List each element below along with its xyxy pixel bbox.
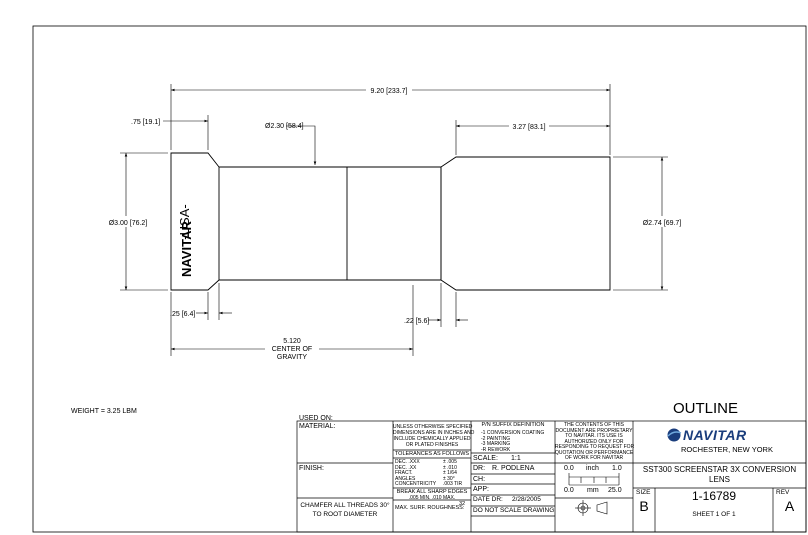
drawn-by-value: R. PODLENA: [492, 465, 535, 472]
checked-label: CH:: [473, 476, 486, 483]
dim-rear-diameter: Ø2.74 [69.7]: [643, 220, 682, 227]
weight-note: WEIGHT = 3.25 LBM: [71, 408, 137, 415]
size-label: SIZE: [636, 489, 651, 496]
tol-label: FRACT.: [395, 470, 413, 476]
dim-rear-length: 3.27 [83.1]: [512, 124, 545, 131]
finish-label: FINISH:: [299, 465, 324, 472]
mm-scale-unit: mm: [587, 487, 599, 494]
tol-value: ± .010: [443, 464, 457, 471]
scale-value: 1:1: [511, 455, 521, 462]
tol-value: ± .005: [443, 459, 457, 465]
size-value: B: [639, 498, 649, 514]
surface-roughness-label: MAX. SURF. ROUGHNESS:: [395, 505, 465, 511]
suffix-item: -3 MARKING: [481, 441, 511, 447]
proprietary-line: RESPONDING TO REQUEST FOR: [555, 444, 635, 450]
proprietary-line: QUOTATION OR PERFORMANCE: [555, 449, 634, 456]
unless-note-4: OR PLATED FINISHES: [405, 442, 459, 448]
part-title-line1: SST300 SCREENSTAR 3X CONVERSION: [642, 465, 797, 474]
tol-value: ± 30°: [443, 475, 455, 482]
dim-chamfer-rear: .22 [5.6]: [404, 318, 429, 325]
brand-engraving: NAVITAR: [179, 221, 194, 277]
date-label: DATE DR:: [473, 496, 503, 503]
unless-note-3: INCLUDE CHEMICALLY APPLIED: [393, 436, 471, 442]
outline-title: OUTLINE: [673, 400, 739, 417]
proprietary-line: THE CONTENTS OF THIS: [564, 422, 624, 428]
inch-scale-left: 0.0: [564, 465, 574, 472]
drawn-by-label: DR:: [473, 465, 486, 472]
dim-cog-value: 5.120: [283, 338, 301, 345]
sheet-number: SHEET 1 OF 1: [692, 511, 736, 518]
dimension-lines: [120, 84, 668, 356]
title-block-grid: [296, 420, 807, 533]
rev-label: REV: [776, 489, 790, 496]
suffix-item: -1 CONVERSION COATING: [481, 430, 545, 436]
tol-label: DEC. .XX: [395, 464, 417, 471]
do-not-scale-note: DO NOT SCALE DRAWING: [473, 507, 555, 514]
unless-note-2: DIMENSIONS ARE IN INCHES AND: [393, 430, 475, 436]
dim-chamfer-front: .25 [6.4]: [170, 311, 195, 318]
tol-value: .003 TIR: [443, 481, 463, 487]
proprietary-line: OF WORK FOR NAVITAR: [564, 455, 624, 461]
scale-label: SCALE:: [473, 455, 498, 462]
date-value: 2/28/2005: [512, 496, 541, 503]
tol-label: DEC. .XXX: [395, 459, 420, 465]
company-location: ROCHESTER, NEW YORK: [681, 445, 773, 454]
suffix-item: -2 PAINTING: [481, 435, 511, 442]
dim-cog-line1: CENTER OF: [272, 346, 312, 353]
suffix-title: P/N SUFFIX DEFINITION: [481, 422, 545, 428]
tolerances-title: TOLERANCES AS FOLLOWS: [394, 451, 470, 457]
surface-roughness-value: 32: [459, 501, 466, 507]
mm-scale-left: 0.0: [564, 487, 574, 494]
dim-front-diameter: Ø3.00 [76.2]: [109, 220, 148, 227]
dim-front-flange: .75 [19.1]: [131, 119, 160, 126]
mm-scale-right: 25.0: [608, 487, 622, 494]
material-label: MATERIAL:: [299, 423, 336, 430]
chamfer-note-2: TO ROOT DIAMETER: [312, 511, 378, 518]
drawing-number: 1-16789: [691, 489, 737, 503]
tol-value: ± 1/64: [443, 470, 457, 476]
chamfer-note-1: CHAMFER ALL THREADS 30°: [300, 502, 390, 509]
inch-mm-scale: [568, 473, 620, 486]
proprietary-line: AUTHORIZED ONLY FOR: [564, 438, 624, 445]
inch-scale-unit: inch: [586, 465, 599, 472]
used-on-label: USED ON:: [299, 415, 333, 422]
dim-small-diameter: Ø2.30 [58.4]: [265, 123, 304, 130]
approved-label: APP:: [473, 486, 489, 493]
company-name: NAVITAR: [683, 427, 747, 443]
break-edges-note: BREAK ALL SHARP EDGES: [396, 489, 468, 495]
part-title-line2: LENS: [709, 475, 730, 484]
unless-note-1: UNLESS OTHERWISE SPECIFIED: [393, 424, 473, 430]
dim-overall-length: 9.20 [233.7]: [371, 88, 408, 95]
proprietary-line: TO NAVITAR. ITS USE IS: [565, 433, 623, 439]
projection-symbol-icon: [575, 500, 608, 516]
suffix-item: -R REWORK: [481, 446, 511, 453]
tol-label: ANGLES: [395, 475, 416, 482]
rev-value: A: [784, 498, 795, 514]
tol-label: CONCENTRICITY: [395, 481, 437, 487]
proprietary-line: DOCUMENT ARE PROPRIETARY: [555, 427, 633, 434]
navitar-logo-icon: [667, 428, 682, 442]
inch-scale-right: 1.0: [612, 465, 622, 472]
usa-engraving: -USA-: [177, 204, 192, 239]
break-edges-values: .005 MIN. .010 MAX.: [408, 495, 456, 501]
dim-cog-line2: GRAVITY: [277, 354, 308, 361]
lens-outline: [170, 152, 611, 291]
